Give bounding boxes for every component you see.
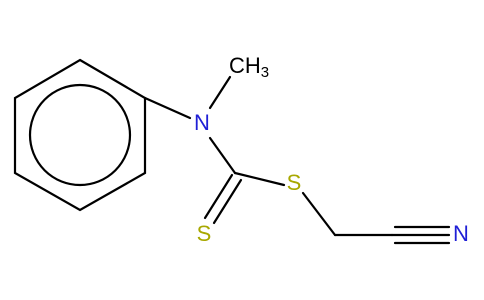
methyl-subscript: 3 <box>261 64 269 81</box>
bond-c-s-double-a <box>203 173 234 220</box>
bond-c-s-double-b <box>212 178 243 225</box>
aromatic-circle <box>28 83 132 187</box>
bond-s-ch2 <box>301 191 337 237</box>
bond-c-s-single <box>233 171 286 187</box>
atom-label-amine-n: N <box>194 110 210 135</box>
atom-label-methyl: CH3 <box>229 53 269 81</box>
bond-n-thiocarbonyl-c <box>208 136 237 175</box>
atom-label-thioether-s: S <box>287 170 302 195</box>
bond-phenyl-n <box>143 96 192 120</box>
atom-label-nitrile-n: N <box>453 221 469 246</box>
phenyl-ring <box>13 58 147 212</box>
methyl-label: CH <box>229 53 261 78</box>
atom-label-thione-s: S <box>197 221 212 246</box>
benzene-hexagon <box>13 58 147 212</box>
bond-n-methyl <box>208 75 232 110</box>
